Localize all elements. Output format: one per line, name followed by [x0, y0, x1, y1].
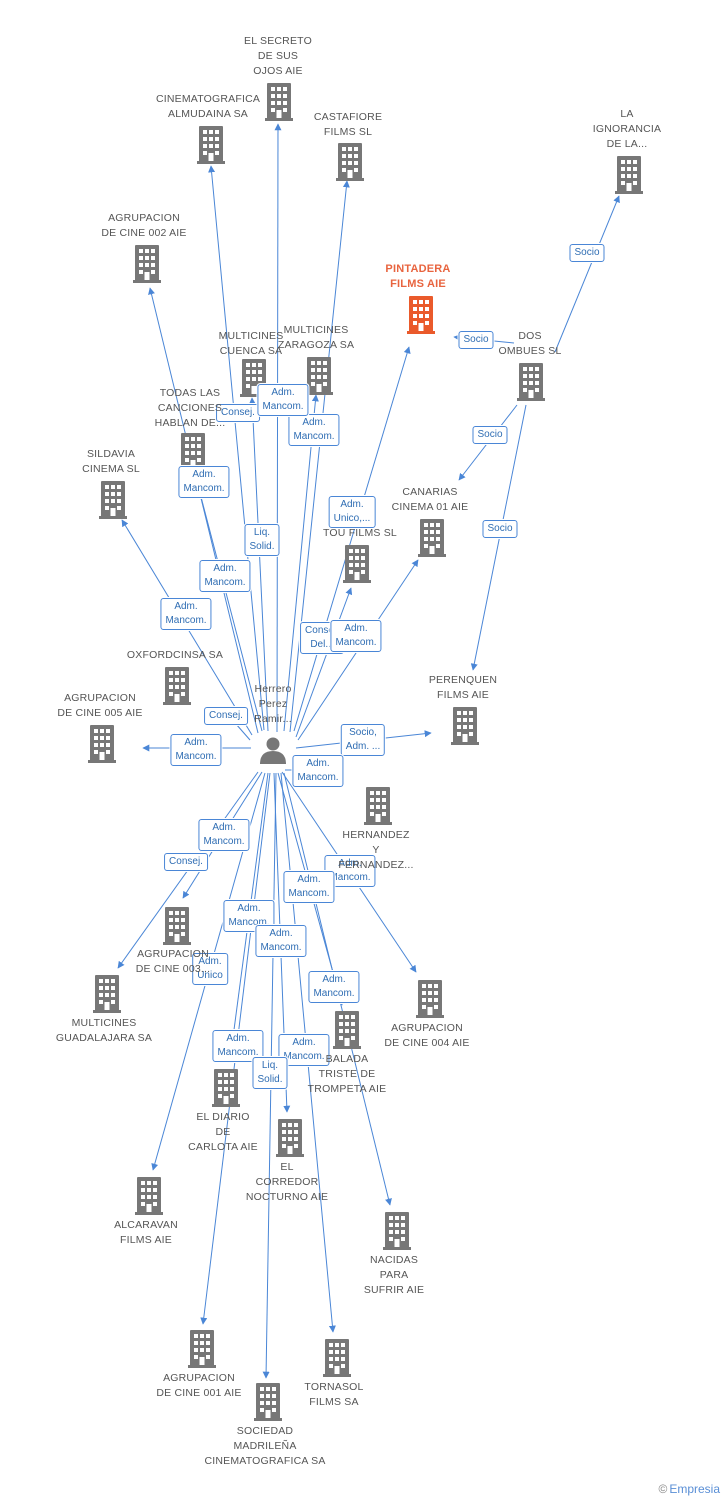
- company-name-dos-ombues[interactable]: DOS OMBUES SL: [498, 330, 562, 357]
- company-name-agrupacion-005[interactable]: AGRUPACION DE CINE 005 AIE: [57, 692, 143, 719]
- company-name-agrupacion-003[interactable]: AGRUPACION DE CINE 003...: [135, 948, 211, 975]
- edge-label[interactable]: Liq. Solid.: [244, 524, 280, 556]
- footer-brand[interactable]: ©Empresia: [658, 1482, 720, 1496]
- building-icon[interactable]: [364, 787, 392, 825]
- building-icon[interactable]: [336, 143, 364, 181]
- edge-label[interactable]: Adm. Mancom.: [308, 971, 360, 1003]
- building-icon[interactable]: [615, 156, 643, 194]
- edge-person-to-main_company: [293, 346, 411, 732]
- building-icon[interactable]: [88, 725, 116, 763]
- edge-label[interactable]: Consej.: [204, 707, 248, 725]
- company-name-multicines-guadalajara[interactable]: MULTICINES GUADALAJARA SA: [55, 1017, 153, 1044]
- company-name-la-ignorancia[interactable]: LA IGNORANCIA DE LA...: [592, 108, 662, 150]
- company-name-tornasol[interactable]: TORNASOL FILMS SA: [304, 1381, 364, 1408]
- edge-label[interactable]: Socio: [569, 244, 605, 262]
- company-name-multicines-zaragoza[interactable]: MULTICINES ZARAGOZA SA: [277, 324, 355, 351]
- company-name-el-secreto[interactable]: EL SECRETO DE SUS OJOS AIE: [244, 35, 312, 77]
- company-name-cinematografica-almudaina[interactable]: CINEMATOGRAFICA ALMUDAINA SA: [155, 93, 261, 120]
- company-name-castafiore[interactable]: CASTAFIORE FILMS SL: [313, 111, 383, 138]
- building-icon[interactable]: [383, 1212, 411, 1250]
- edge-dos-ombues-to-la-ignorancia: [554, 195, 620, 353]
- edge-person-to-cinematografica-almudaina: [208, 165, 265, 731]
- edge-label[interactable]: Socio: [472, 426, 508, 444]
- edge-label[interactable]: Adm. Mancom.: [170, 734, 222, 766]
- company-name-perenquen[interactable]: PERENQUEN FILMS AIE: [428, 674, 498, 701]
- edge-person-to-agrupacion-002: [148, 287, 259, 734]
- company-name-canarias-01[interactable]: CANARIAS CINEMA 01 AIE: [391, 486, 469, 513]
- building-icon[interactable]: [416, 980, 444, 1018]
- building-icon[interactable]: [343, 545, 371, 583]
- building-icon[interactable]: [163, 907, 191, 945]
- edge-person-to-todas-las-canciones: [192, 469, 263, 732]
- edge-label[interactable]: Adm. Mancom.: [255, 925, 307, 957]
- company-name-main_company[interactable]: PINTADERA FILMS AIE: [385, 263, 451, 290]
- person-icon[interactable]: [260, 737, 286, 765]
- company-name-sildavia[interactable]: SILDAVIA CINEMA SL: [82, 448, 140, 475]
- edge-label[interactable]: Adm. Unico: [192, 953, 228, 985]
- edge-label[interactable]: Adm. Mancom.: [292, 755, 344, 787]
- brand-name: Empresia: [669, 1482, 720, 1496]
- edge-label[interactable]: Adm. Mancom.: [278, 1034, 330, 1066]
- building-icon[interactable]: [407, 296, 435, 334]
- company-name-agrupacion-004[interactable]: AGRUPACION DE CINE 004 AIE: [384, 1022, 470, 1049]
- company-name-tou-films[interactable]: TOU FILMS SL: [323, 527, 397, 539]
- building-icon[interactable]: [212, 1069, 240, 1107]
- building-icon[interactable]: [517, 363, 545, 401]
- building-icon[interactable]: [188, 1330, 216, 1368]
- edge-label[interactable]: Socio: [458, 331, 494, 349]
- company-name-alcaravan[interactable]: ALCARAVAN FILMS AIE: [114, 1219, 178, 1246]
- edge-label[interactable]: Socio, Adm. ...: [340, 724, 386, 756]
- building-icon[interactable]: [197, 126, 225, 164]
- edge-label[interactable]: Adm. Unico,...: [328, 496, 376, 528]
- building-icon[interactable]: [305, 357, 333, 395]
- company-name-todas-las-canciones[interactable]: TODAS LAS CANCIONES HABLAN DE...: [154, 387, 226, 429]
- building-icon[interactable]: [451, 707, 479, 745]
- company-name-oxfordcinsa[interactable]: OXFORDCINSA SA: [126, 649, 224, 661]
- company-name-nacidas[interactable]: NACIDAS PARA SUFRIR AIE: [363, 1254, 425, 1296]
- company-name-hernandez[interactable]: HERNANDEZ Y FERNANDEZ...: [338, 829, 414, 871]
- edge-label[interactable]: Adm. Mancom.: [330, 620, 382, 652]
- building-icon[interactable]: [163, 667, 191, 705]
- building-icon[interactable]: [323, 1339, 351, 1377]
- edge-person-to-castafiore: [289, 180, 350, 733]
- company-name-agrupacion-001[interactable]: AGRUPACION DE CINE 001 AIE: [156, 1372, 242, 1399]
- person-name[interactable]: Herrero Perez Ramir...: [254, 683, 292, 725]
- edge-label[interactable]: Adm. Mancom.: [198, 819, 250, 851]
- edge-person-to-multicines-zaragoza: [283, 394, 319, 732]
- company-name-sociedad-madrilena[interactable]: SOCIEDAD MADRILEÑA CINEMATOGRAFICA SA: [204, 1425, 326, 1467]
- edge-person-to-tou-films: [295, 587, 353, 738]
- edge-label[interactable]: Adm. Mancom.: [178, 466, 230, 498]
- edge-label[interactable]: Adm. Mancom.: [257, 384, 309, 416]
- edge-label[interactable]: Consej.: [164, 853, 208, 871]
- edge-label[interactable]: Adm. Mancom.: [212, 1030, 264, 1062]
- copyright-icon: ©: [658, 1482, 668, 1496]
- company-name-el-corredor[interactable]: EL CORREDOR NOCTURNO AIE: [245, 1161, 329, 1203]
- edge-person-to-multicines-cuenca: [248, 397, 269, 732]
- company-name-agrupacion-002[interactable]: AGRUPACION DE CINE 002 AIE: [101, 212, 187, 239]
- edge-label[interactable]: Adm. Mancom.: [288, 414, 340, 446]
- edge-label[interactable]: Adm. Mancom.: [283, 871, 335, 903]
- building-icon[interactable]: [93, 975, 121, 1013]
- company-name-balada-triste[interactable]: BALADA TRISTE DE TROMPETA AIE: [307, 1053, 387, 1095]
- edge-label[interactable]: Adm. Mancom.: [199, 560, 251, 592]
- building-icon[interactable]: [135, 1177, 163, 1215]
- company-name-el-diario[interactable]: EL DIARIO DE CARLOTA AIE: [188, 1111, 258, 1153]
- edge-label[interactable]: Liq. Solid.: [252, 1057, 288, 1089]
- building-icon[interactable]: [133, 245, 161, 283]
- edge-label[interactable]: Socio: [482, 520, 518, 538]
- edge-person-to-el-secreto: [274, 123, 282, 733]
- company-name-multicines-cuenca[interactable]: MULTICINES CUENCA SA: [218, 330, 284, 357]
- building-icon[interactable]: [99, 481, 127, 519]
- building-icon[interactable]: [333, 1011, 361, 1049]
- edge-label[interactable]: Adm. Mancom.: [160, 598, 212, 630]
